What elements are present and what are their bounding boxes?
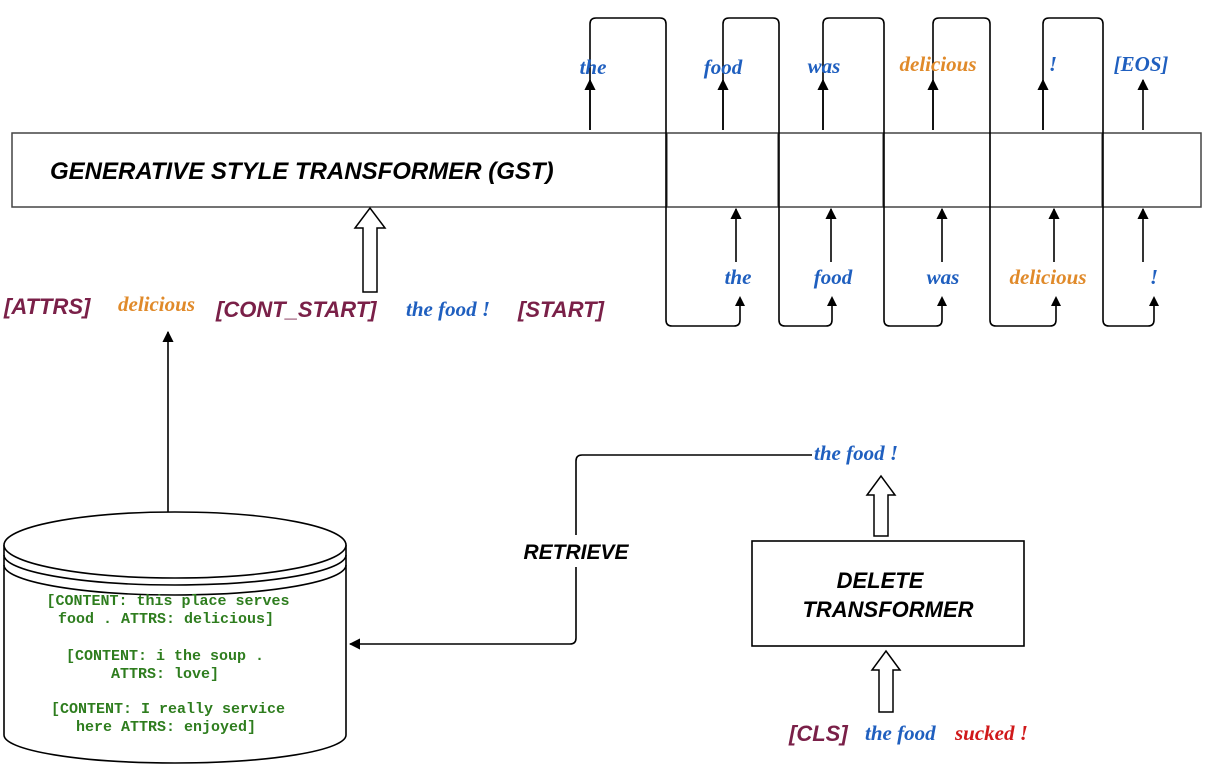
output-token: the	[580, 55, 607, 79]
input-token: was	[927, 265, 960, 289]
output-token: !	[1049, 52, 1057, 76]
delete-input-hollow-arrow	[870, 649, 902, 713]
gst-output-tokens: the food was delicious ! [EOS]	[580, 52, 1169, 79]
db-entry-line: [CONTENT: i the soup .	[66, 648, 264, 665]
start-tag: [START]	[517, 297, 605, 322]
delete-transformer-label-line2: TRANSFORMER	[802, 597, 973, 622]
database-entries: [CONTENT: this place serves food . ATTRS…	[46, 593, 289, 736]
output-token: [EOS]	[1114, 52, 1169, 76]
input-token: food	[814, 265, 853, 289]
retrieved-content: the food !	[814, 441, 898, 465]
gst-input-sequence: [ATTRS] delicious [CONT_START] the food …	[3, 292, 605, 322]
gst-cell-dividers	[666, 133, 1103, 207]
input-arrows	[730, 207, 1149, 262]
delete-input-sequence: [CLS] the food sucked !	[788, 721, 1028, 746]
input-token: !	[1150, 265, 1158, 289]
delete-content-words: the food	[865, 721, 936, 745]
database-cylinder	[3, 511, 347, 764]
cls-tag: [CLS]	[788, 721, 848, 746]
db-entry-line: [CONTENT: I really service	[51, 701, 285, 718]
delete-transformer-label-line1: DELETE	[837, 568, 925, 593]
output-token: was	[808, 54, 841, 78]
db-entry-line: [CONTENT: this place serves	[46, 593, 289, 610]
content-words: the food !	[406, 297, 490, 321]
gst-box	[11, 132, 1202, 208]
attrs-tag: [ATTRS]	[3, 294, 91, 319]
delete-transformer-box	[751, 540, 1025, 647]
input-token: the	[725, 265, 752, 289]
output-token: food	[704, 55, 743, 79]
input-token: delicious	[1010, 265, 1087, 289]
db-entry-line: here ATTRS: enjoyed]	[76, 719, 256, 736]
gst-input-hollow-arrow	[353, 206, 387, 293]
retrieve-label: RETRIEVE	[523, 541, 629, 564]
retrieve-label-bg	[506, 535, 646, 567]
loop-arrowheads	[735, 296, 1159, 306]
style-word: sucked !	[954, 721, 1028, 745]
output-token: delicious	[900, 52, 977, 76]
feedback-loops	[589, 17, 1155, 327]
output-arrows	[584, 78, 1149, 130]
delete-output-hollow-arrow	[865, 474, 897, 537]
gst-label: GENERATIVE STYLE TRANSFORMER (GST)	[50, 158, 554, 185]
db-entry-line: food . ATTRS: delicious]	[58, 611, 274, 628]
attr-word: delicious	[118, 292, 195, 316]
db-entry-line: ATTRS: love]	[111, 666, 219, 683]
gst-input-tokens: the food was delicious !	[725, 265, 1159, 289]
cont-start-tag: [CONT_START]	[215, 297, 377, 322]
